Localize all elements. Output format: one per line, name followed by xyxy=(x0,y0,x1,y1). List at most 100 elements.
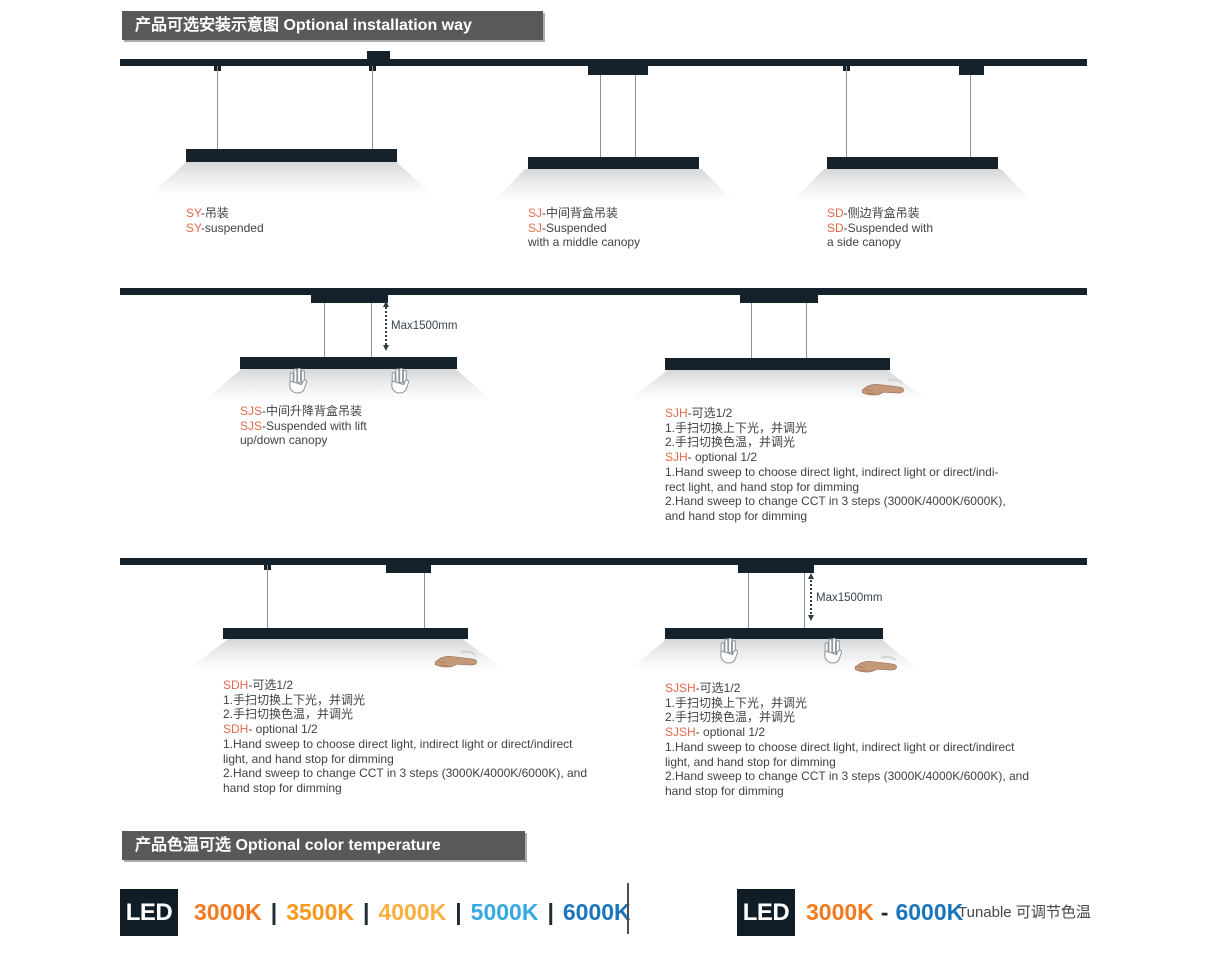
label-code: SDH xyxy=(223,722,249,737)
label-text: up/down canopy xyxy=(240,433,328,448)
suspension-wire xyxy=(217,66,218,149)
junction-box xyxy=(367,51,390,60)
suspension-wire xyxy=(748,573,749,628)
label-text: 2.手扫切换色温，并调光 xyxy=(665,435,796,450)
section-header-installation: 产品可选安装示意图 Optional installation way xyxy=(122,11,543,40)
label-text: hand stop for dimming xyxy=(665,783,784,798)
diagram-label: SD-侧边背盒吊装 SD-Suspended with a side canop… xyxy=(827,206,933,250)
label-line: light, and hand stop for dimming xyxy=(223,752,587,767)
separator: | xyxy=(363,899,370,925)
middle-canopy xyxy=(588,66,648,75)
suspension-wire xyxy=(267,565,268,628)
light-fixture xyxy=(665,628,883,639)
label-code: SJS xyxy=(240,404,263,418)
label-line: SJH-可选1/2 xyxy=(665,406,1006,421)
label-line: and hand stop for dimming xyxy=(665,509,1006,524)
label-text: rect light, and hand stop for dimming xyxy=(665,479,860,494)
label-text: - optional 1/2 xyxy=(687,450,758,465)
max-height-label: Max1500mm xyxy=(816,592,883,604)
label-line: light, and hand stop for dimming xyxy=(665,755,1029,770)
label-line: 1.手扫切换上下光，并调光 xyxy=(223,693,587,708)
label-line: SJ-Suspended xyxy=(528,221,640,236)
suspension-wire xyxy=(804,573,805,628)
label-line: 2.Hand sweep to change CCT in 3 steps (3… xyxy=(665,494,1006,509)
label-line: 2.Hand sweep to change CCT in 3 steps (3… xyxy=(223,766,587,781)
label-code: SJS xyxy=(240,418,263,433)
label-line: 2.手扫切换色温，并调光 xyxy=(665,710,1029,725)
suspension-wire xyxy=(372,66,373,149)
label-text: 1.手扫切换上下光，并调光 xyxy=(223,692,366,707)
label-code: SJSH xyxy=(665,725,696,740)
label-text: 1.Hand sweep to choose direct light, ind… xyxy=(223,736,573,751)
diagram-label: SJH-可选1/2 1.手扫切换上下光，并调光 2.手扫切换色温，并调光 SJH… xyxy=(665,406,1006,524)
lift-canopy xyxy=(311,295,388,303)
label-text: with a middle canopy xyxy=(528,235,641,250)
suspension-wire xyxy=(324,303,325,357)
label-line: 2.手扫切换色温，并调光 xyxy=(223,707,587,722)
label-text: light, and hand stop for dimming xyxy=(223,751,394,766)
label-text: -suspended xyxy=(200,220,264,235)
label-code: SJSH xyxy=(665,681,696,695)
light-fixture xyxy=(528,157,699,169)
diagram-label: SJ-中间背盒吊装 SJ-Suspended with a middle can… xyxy=(528,206,640,250)
light-beam xyxy=(150,162,433,195)
label-line: SD-侧边背盒吊装 xyxy=(827,206,933,221)
label-line: 1.手扫切换上下光，并调光 xyxy=(665,421,1006,436)
label-line: 2.手扫切换色温，并调光 xyxy=(665,435,1006,450)
lift-canopy xyxy=(738,564,814,573)
suspension-wire xyxy=(600,75,601,157)
label-line: SD-Suspended with xyxy=(827,221,933,236)
label-text: -吊装 xyxy=(200,206,229,220)
hand-touch-icon xyxy=(720,637,739,664)
light-beam xyxy=(204,369,493,401)
ceiling-bar-row1 xyxy=(120,59,1087,66)
light-fixture xyxy=(827,157,998,169)
label-code: SJ xyxy=(528,206,543,220)
temp-option: 6000K xyxy=(562,899,631,925)
diagram-label: SJS-中间升降背盒吊装 SJS-Suspended with lift up/… xyxy=(240,404,367,448)
label-line: SY-suspended xyxy=(186,221,264,236)
temp-option: 3500K xyxy=(286,899,354,925)
label-text: - optional 1/2 xyxy=(248,722,318,737)
label-text: 2.手扫切换色温，并调光 xyxy=(665,710,796,725)
separator: | xyxy=(547,899,554,925)
ceiling-bar-row2 xyxy=(120,288,1087,295)
label-text: -中间升降背盒吊装 xyxy=(262,404,363,418)
label-text: -中间背盒吊装 xyxy=(542,206,619,220)
fixed-temperature-list: 3000K | 3500K | 4000K | 5000K | 6000K xyxy=(194,889,631,936)
label-line: SJ-中间背盒吊装 xyxy=(528,206,640,221)
tunable-note: Tunable 可调节色温 xyxy=(958,904,1091,921)
label-line: a side canopy xyxy=(827,235,933,250)
label-line: SDH-可选1/2 xyxy=(223,678,587,693)
light-beam xyxy=(793,169,1032,201)
label-line: SJSH- optional 1/2 xyxy=(665,725,1029,740)
temp-range-from: 3000K xyxy=(806,899,874,925)
label-line: hand stop for dimming xyxy=(223,781,587,796)
light-fixture xyxy=(665,358,890,370)
light-fixture xyxy=(186,149,397,162)
max-height-arrow-icon xyxy=(808,573,814,621)
section-header-color-temperature: 产品色温可选 Optional color temperature xyxy=(122,831,525,860)
max-height-label: Max1500mm xyxy=(391,320,458,332)
label-text: -Suspended xyxy=(542,220,607,235)
label-text: 1.手扫切换上下光，并调光 xyxy=(665,420,808,435)
label-text: -可选1/2 xyxy=(248,678,294,692)
separator: | xyxy=(455,899,462,925)
temp-option: 5000K xyxy=(470,899,539,925)
light-fixture xyxy=(223,628,468,639)
label-text: and hand stop for dimming xyxy=(665,508,808,523)
label-code: SD xyxy=(827,206,844,220)
label-line: 1.Hand sweep to choose direct light, ind… xyxy=(665,465,1006,480)
light-beam xyxy=(494,169,733,201)
suspension-wire xyxy=(635,75,636,157)
middle-canopy xyxy=(740,295,818,303)
label-text: -Suspended with xyxy=(843,220,934,235)
label-line: 2.Hand sweep to change CCT in 3 steps (3… xyxy=(665,769,1029,784)
